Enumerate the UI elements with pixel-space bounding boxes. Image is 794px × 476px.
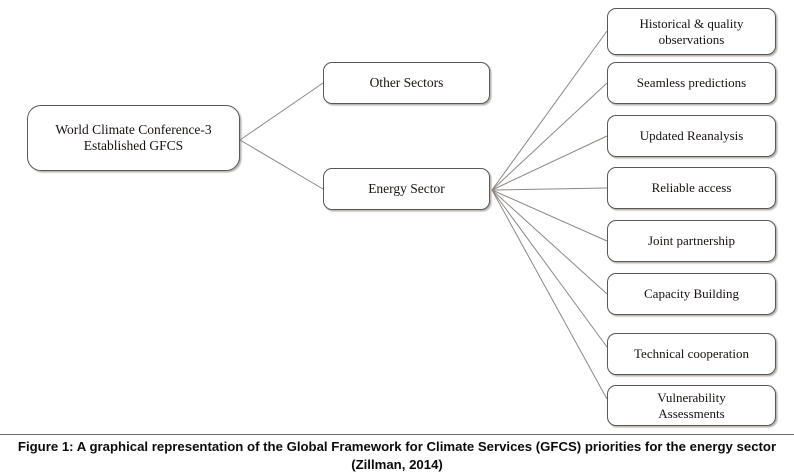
node-joint-partnership[interactable]: Joint partnership: [607, 220, 776, 262]
figure-caption-block: Figure 1: A graphical representation of …: [0, 434, 794, 476]
node-seamless-predictions[interactable]: Seamless predictions: [607, 62, 776, 104]
node-world-climate-conference-3[interactable]: World Climate Conference-3 Established G…: [27, 105, 240, 171]
node-layer: World Climate Conference-3 Established G…: [27, 8, 776, 426]
node-energy-sector[interactable]: Energy Sector: [323, 168, 490, 210]
node-label-vulnerability-assessments: Vulnerability Assessments: [657, 390, 726, 421]
node-reliable-access[interactable]: Reliable access: [607, 167, 776, 209]
node-label-reliable-access: Reliable access: [651, 180, 732, 196]
node-label-seamless-predictions: Seamless predictions: [636, 75, 747, 91]
figure-caption-text: Figure 1: A graphical representation of …: [17, 439, 777, 472]
node-label-technical-cooperation: Technical cooperation: [634, 346, 749, 362]
node-label-joint-partnership: Joint partnership: [647, 233, 735, 249]
node-capacity-building[interactable]: Capacity Building: [607, 273, 776, 315]
node-label-historical-quality-observations: Historical & quality observations: [639, 16, 744, 47]
node-vulnerability-assessments[interactable]: Vulnerability Assessments: [607, 385, 776, 426]
node-label-energy-sector: Energy Sector: [368, 181, 445, 197]
node-label-other-sectors: Other Sectors: [369, 75, 444, 91]
node-label-capacity-building: Capacity Building: [644, 286, 739, 302]
node-technical-cooperation[interactable]: Technical cooperation: [607, 333, 776, 375]
node-label-updated-reanalysis: Updated Reanalysis: [639, 128, 744, 144]
node-other-sectors[interactable]: Other Sectors: [323, 62, 490, 104]
node-historical-quality-observations[interactable]: Historical & quality observations: [607, 8, 776, 55]
node-updated-reanalysis[interactable]: Updated Reanalysis: [607, 115, 776, 157]
node-label-root: World Climate Conference-3 Established G…: [55, 122, 212, 153]
